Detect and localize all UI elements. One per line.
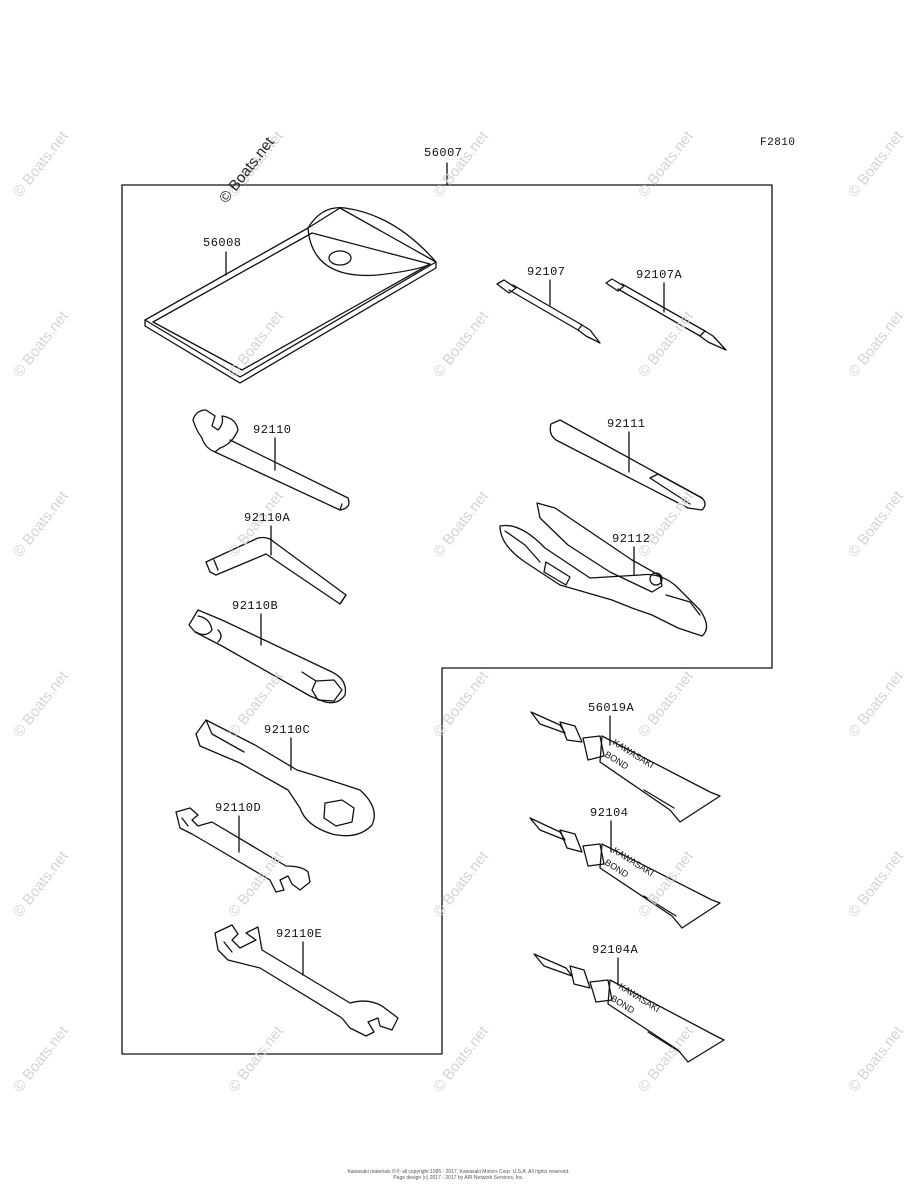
label-92110: 92110 [253, 423, 292, 437]
hex-key-drawing [205, 536, 347, 605]
screwdriver-drawing [496, 279, 601, 344]
label-92110B: 92110B [232, 599, 279, 613]
box-wrench-drawing [188, 609, 347, 704]
label-92110D: 92110D [215, 801, 262, 815]
label-56019A: 56019A [588, 701, 635, 715]
label-56008: 56008 [203, 236, 242, 250]
label-92104: 92104 [590, 806, 629, 820]
label-92110E: 92110E [276, 927, 323, 941]
ring-wrench-drawing [195, 719, 375, 837]
footer-copyright: Kawasaki materials ©Ⓡ all copyright 1995… [347, 1169, 570, 1175]
label-92112: 92112 [612, 532, 651, 546]
bond-tube-a-drawing [530, 711, 721, 823]
label-92107: 92107 [527, 265, 566, 279]
hook-spanner-drawing [192, 409, 350, 511]
footer-design: Page design (c) 2017 - 2017 by ARI Netwo… [393, 1175, 524, 1181]
label-92107A: 92107A [636, 268, 683, 282]
handle-drawing [549, 419, 706, 511]
screwdriver-alt-drawing [605, 278, 727, 351]
label-56007: 56007 [424, 146, 463, 160]
label-92111: 92111 [607, 417, 646, 431]
tool-pouch-drawing [144, 207, 437, 384]
bond-tube-b-drawing [529, 817, 721, 929]
open-wrench-small-drawing [175, 807, 311, 893]
label-92110A: 92110A [244, 511, 291, 525]
kit-boundary [121, 184, 773, 1055]
label-92104A: 92104A [592, 943, 639, 957]
label-92110C: 92110C [264, 723, 311, 737]
open-wrench-large-drawing [214, 924, 399, 1037]
pliers-drawing [499, 502, 708, 637]
figure-code: F2810 [760, 137, 796, 149]
bond-tube-c-drawing [533, 953, 725, 1063]
